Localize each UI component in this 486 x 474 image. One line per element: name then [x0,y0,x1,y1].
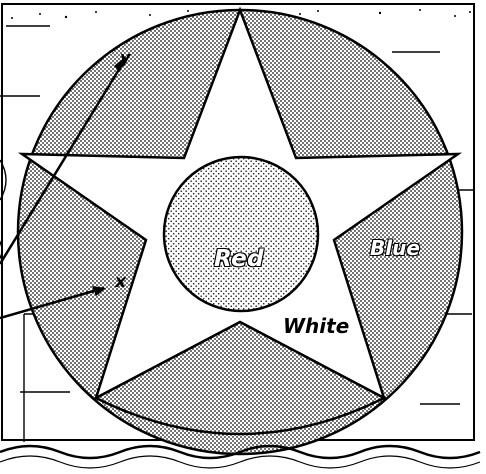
red-circle [164,157,318,311]
blue-label: Blue [370,238,420,258]
red-label: Red [214,248,264,271]
white-label: White [281,316,351,336]
y-label: y [120,50,130,66]
x-label: x [115,274,126,291]
